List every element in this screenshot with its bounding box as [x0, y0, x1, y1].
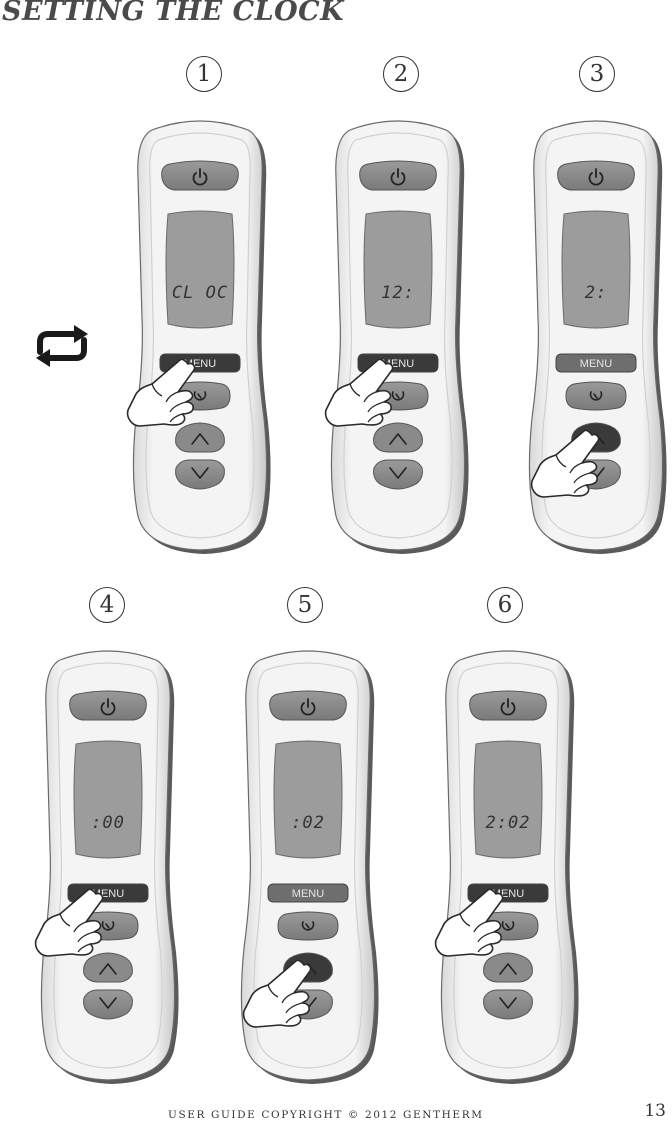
chevron-up-icon: [499, 963, 517, 975]
chevron-down-icon: [389, 467, 407, 479]
power-icon: [500, 698, 516, 716]
timer-button[interactable]: [277, 911, 339, 941]
power-icon: [390, 168, 406, 186]
timer-icon: [589, 391, 603, 401]
chevron-down-icon: [191, 467, 209, 479]
menu-button-label: MENU: [292, 888, 324, 900]
chevron-up-icon: [99, 963, 117, 975]
power-button[interactable]: [359, 160, 437, 191]
lcd-display-text: 12:: [381, 283, 415, 303]
down-button[interactable]: [83, 989, 133, 1020]
down-button[interactable]: [373, 459, 423, 490]
timer-button[interactable]: [565, 381, 627, 411]
up-button[interactable]: [83, 952, 133, 983]
power-button[interactable]: [269, 690, 347, 721]
remote-control-step-3: 2: MENU: [526, 118, 667, 554]
lcd-screen: :02: [273, 740, 343, 859]
step-badge-1: 1: [186, 56, 222, 92]
lcd-screen: CL OC: [165, 210, 235, 329]
menu-button[interactable]: MENU: [555, 353, 637, 373]
repeat-icon: [36, 325, 88, 367]
lcd-display-text: 2:: [585, 283, 607, 303]
step-badge-3: 3: [579, 56, 615, 92]
step-badge-4: 4: [89, 587, 125, 623]
footer-copyright: USER GUIDE COPYRIGHT © 2012 GENTHERM: [168, 1109, 484, 1121]
power-icon: [192, 168, 208, 186]
pointing-hand-icon: [126, 358, 196, 427]
power-icon: [100, 698, 116, 716]
pointing-hand-icon: [242, 959, 312, 1028]
pointing-hand-icon: [530, 429, 600, 498]
chevron-up-icon: [389, 433, 407, 445]
remote-control-step-5: :02 MENU: [238, 648, 379, 1084]
power-button[interactable]: [557, 160, 635, 191]
menu-button-label: MENU: [580, 358, 612, 370]
remote-control-step-2: 12: MENU: [324, 118, 469, 554]
down-button[interactable]: [175, 459, 225, 490]
timer-icon: [301, 921, 315, 931]
step-badge-2: 2: [383, 56, 419, 92]
lcd-display-text: 2:02: [486, 813, 531, 833]
timer-icon: [101, 921, 115, 931]
chevron-down-icon: [499, 997, 517, 1009]
power-button[interactable]: [69, 690, 147, 721]
power-button[interactable]: [469, 690, 547, 721]
lcd-display-text: :02: [291, 813, 325, 833]
power-icon: [588, 168, 604, 186]
page-number: 13: [644, 1101, 666, 1121]
step-badge-5: 5: [287, 587, 323, 623]
page-title: SETTING THE CLOCK: [2, 0, 345, 27]
lcd-screen: 2:: [561, 210, 631, 329]
menu-button[interactable]: MENU: [267, 883, 349, 903]
power-button[interactable]: [161, 160, 239, 191]
timer-icon: [391, 391, 405, 401]
timer-icon: [193, 391, 207, 401]
up-button[interactable]: [483, 952, 533, 983]
lcd-screen: 12:: [363, 210, 433, 329]
timer-icon: [501, 921, 515, 931]
remote-control-step-4: :00 MENU: [34, 648, 179, 1084]
lcd-screen: 2:02: [473, 740, 543, 859]
lcd-display-text: :00: [91, 813, 125, 833]
power-icon: [300, 698, 316, 716]
chevron-up-icon: [191, 433, 209, 445]
pointing-hand-icon: [324, 358, 394, 427]
up-button[interactable]: [373, 422, 423, 453]
lcd-screen: :00: [73, 740, 143, 859]
remote-control-step-6: 2:02 MENU: [434, 648, 579, 1084]
page-footer: USER GUIDE COPYRIGHT © 2012 GENTHERM 13: [0, 1101, 672, 1125]
chevron-down-icon: [99, 997, 117, 1009]
up-button[interactable]: [175, 422, 225, 453]
pointing-hand-icon: [34, 888, 104, 957]
step-badge-6: 6: [487, 587, 523, 623]
lcd-display-text: CL OC: [172, 283, 228, 303]
pointing-hand-icon: [434, 888, 504, 957]
down-button[interactable]: [483, 989, 533, 1020]
remote-control-step-1: CL OC MENU: [126, 118, 271, 554]
